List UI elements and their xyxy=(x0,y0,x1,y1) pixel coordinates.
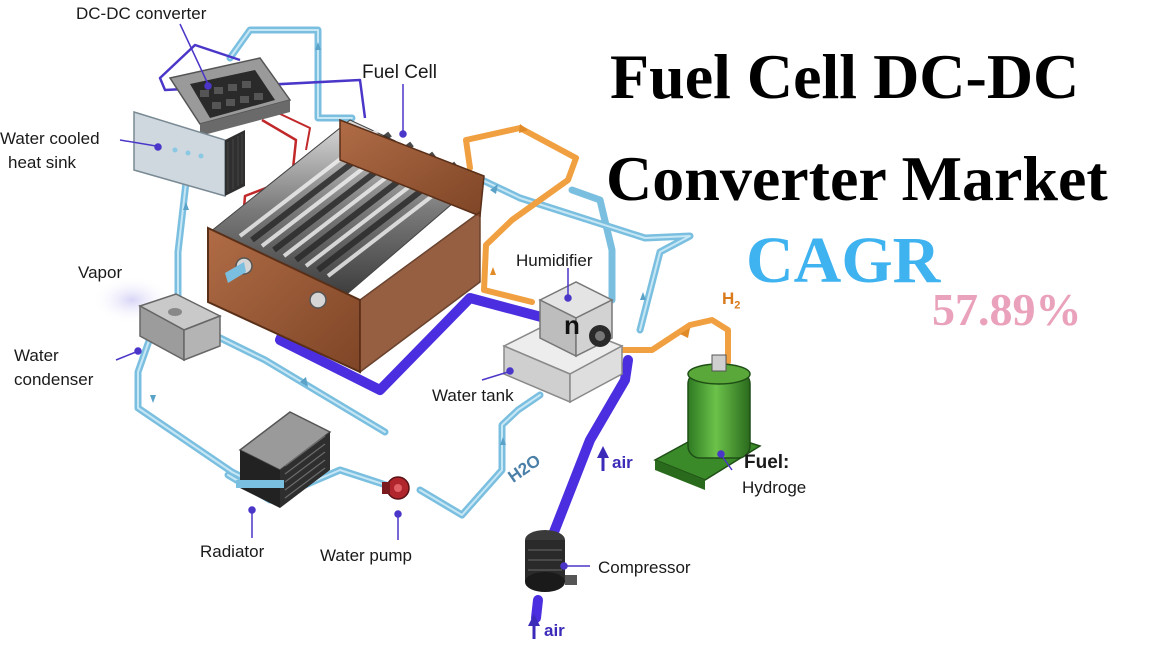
label-water-tank: Water tank xyxy=(432,386,514,405)
label-heat-sink: heat sink xyxy=(8,153,77,172)
water-pump xyxy=(382,476,410,500)
hydrogen-tank xyxy=(653,354,762,490)
air-pipe-compressor xyxy=(540,355,633,560)
label-fuel-cell: Fuel Cell xyxy=(362,62,437,83)
air-pipe-intake xyxy=(531,595,543,623)
coolant-pipe-condenser xyxy=(134,334,256,486)
h2-pipe-tank xyxy=(617,317,731,365)
dc-dc-converter xyxy=(168,57,292,136)
label-humidifier: Humidifier xyxy=(516,251,593,270)
label-water-cooled: Water cooled xyxy=(0,129,100,148)
radiator xyxy=(236,411,332,508)
label-h2: H2 xyxy=(722,289,741,312)
label-water: Water xyxy=(14,346,59,365)
h2-pipe-top xyxy=(463,125,579,305)
label-air-top: air xyxy=(612,453,633,472)
label-condenser: condenser xyxy=(14,370,94,389)
fuel-cell-stack xyxy=(207,118,485,374)
cagr-value: 57.89% xyxy=(932,284,1082,335)
label-vapor: Vapor xyxy=(78,263,123,282)
leader-lines xyxy=(115,23,733,570)
hydrogen-loop xyxy=(463,125,731,365)
h2-flow-arrows xyxy=(490,124,690,338)
label-radiator: Radiator xyxy=(200,542,265,561)
title-line-1: Fuel Cell DC-DC xyxy=(610,41,1080,112)
title-line-2: Converter Market xyxy=(606,143,1108,214)
humidifier xyxy=(538,281,614,358)
label-water-pump: Water pump xyxy=(320,546,412,565)
label-dc-dc-converter: DC-DC converter xyxy=(76,4,207,23)
humidifier-mark: n xyxy=(564,310,580,340)
compressor xyxy=(525,530,577,592)
water-cooled-heat-sink xyxy=(133,110,245,197)
coolant-pipe-pump-out xyxy=(416,391,544,519)
label-air-bottom: air xyxy=(544,621,565,640)
label-fuel: Fuel: xyxy=(744,452,790,473)
up-arrow-icon xyxy=(528,446,609,639)
label-hydrogen: Hydroge xyxy=(742,478,807,497)
water-condenser xyxy=(138,293,222,362)
label-compressor: Compressor xyxy=(598,558,691,577)
cagr-label: CAGR xyxy=(746,224,941,297)
